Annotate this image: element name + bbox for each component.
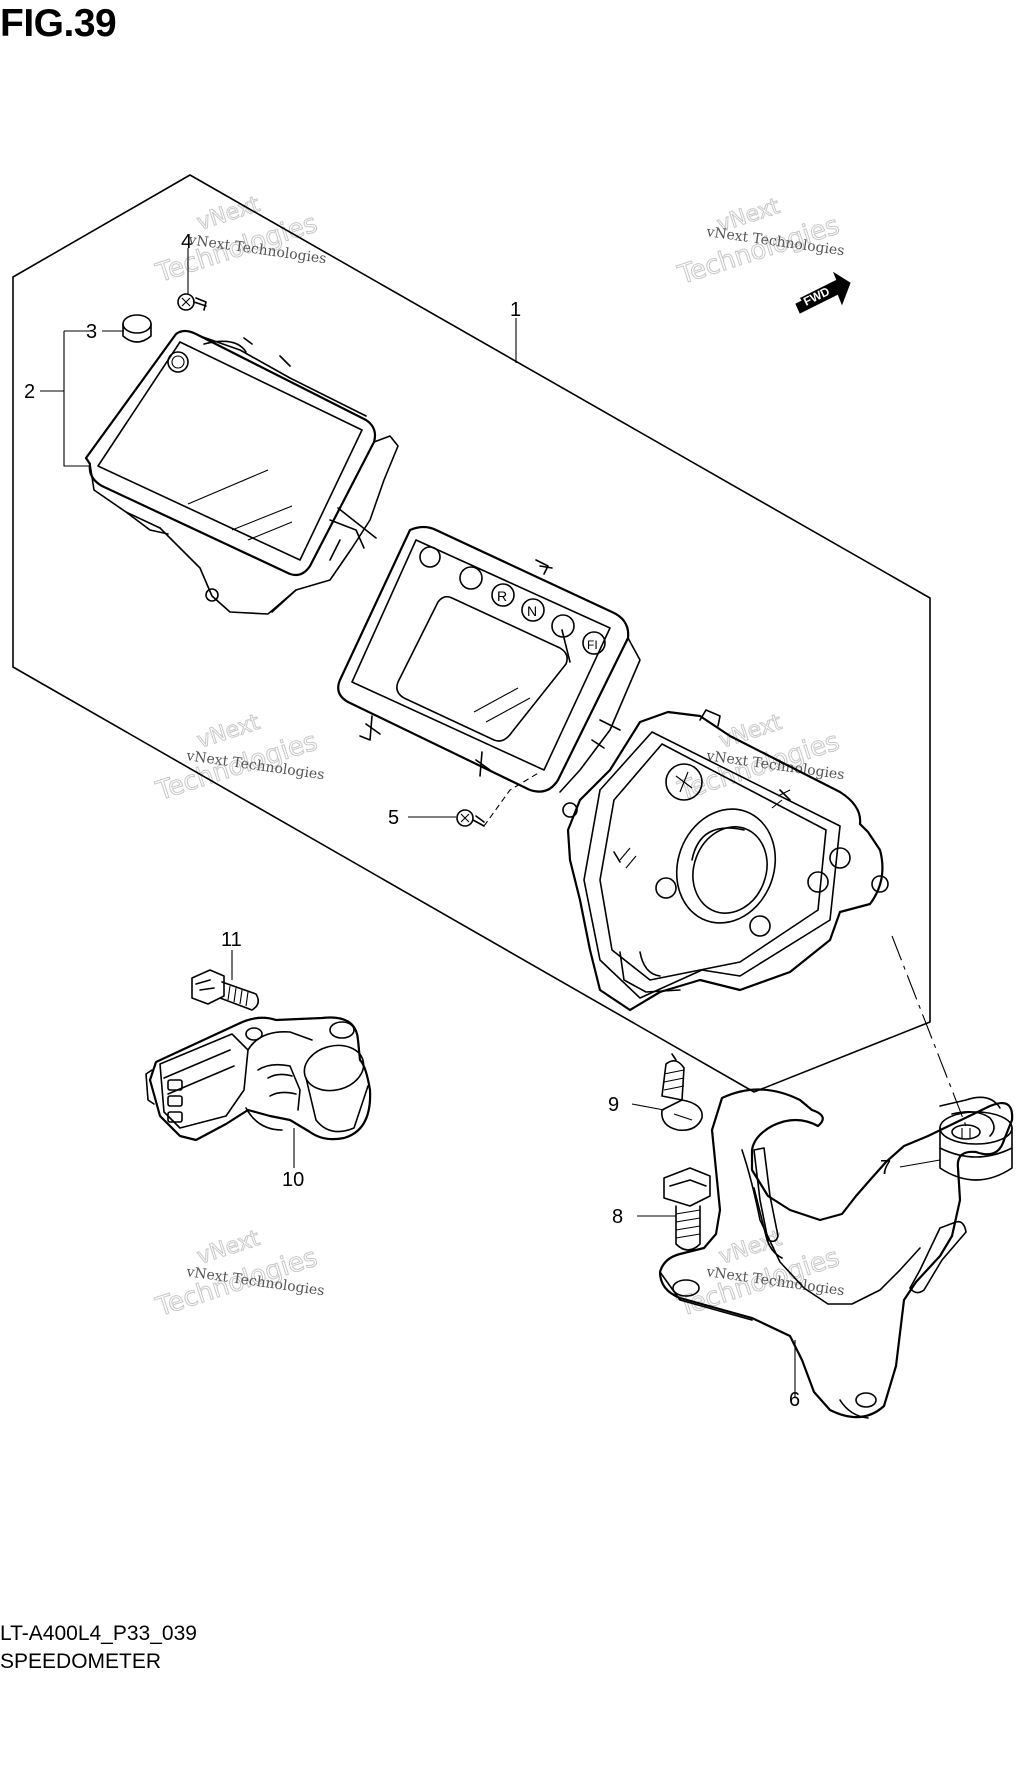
bolt-11 xyxy=(191,969,260,1011)
screw-4 xyxy=(177,293,207,311)
watermark-top-right: vNext Technologies vNext Technologies xyxy=(673,193,845,291)
mounting-bracket xyxy=(658,1088,1014,1419)
watermark-mid-left: vNext Technologies vNext Technologies xyxy=(151,709,325,807)
callout-6: 6 xyxy=(789,1389,800,1411)
callout-7: 7 xyxy=(880,1157,891,1179)
watermark-top-left: vNext Technologies vNext Technologies xyxy=(151,191,327,289)
callout-3: 3 xyxy=(86,321,97,343)
bolt-8 xyxy=(663,1167,711,1251)
assembly-frame xyxy=(12,174,931,1093)
callout-11: 11 xyxy=(221,929,242,951)
watermark-bottom-left: vNext Technologies vNext Technologies xyxy=(151,1225,325,1323)
callout-9: 9 xyxy=(608,1094,619,1116)
watermark-mid-right: vNext Technologies vNext Technologies xyxy=(673,709,845,807)
callout-1: 1 xyxy=(510,299,521,321)
callout-leaders xyxy=(40,248,941,1398)
indicator-fi: FI xyxy=(587,638,598,652)
indicator-r: R xyxy=(497,588,507,604)
forward-arrow-icon: FWD xyxy=(795,271,851,314)
meter-housing xyxy=(562,709,889,1012)
rubber-cap xyxy=(122,314,152,343)
callout-10: 10 xyxy=(282,1169,304,1191)
callout-8: 8 xyxy=(612,1206,623,1228)
speed-sensor xyxy=(145,1016,372,1142)
model-code: LT-A400L4_P33_039 xyxy=(0,1622,197,1645)
callout-2: 2 xyxy=(24,381,35,403)
rubber-grommet xyxy=(939,1111,1013,1181)
screw-5 xyxy=(456,771,541,827)
indicator-n: N xyxy=(527,603,537,619)
figure-title: FIG.39 xyxy=(0,2,117,45)
callout-5: 5 xyxy=(388,807,399,829)
meter-display-unit: R N FI xyxy=(337,525,641,793)
figure-name: SPEEDOMETER xyxy=(0,1650,162,1673)
meter-case xyxy=(84,329,399,615)
tapping-screw-9 xyxy=(661,1053,703,1132)
callout-4: 4 xyxy=(181,231,192,253)
assembly-leader-line xyxy=(891,935,967,1127)
